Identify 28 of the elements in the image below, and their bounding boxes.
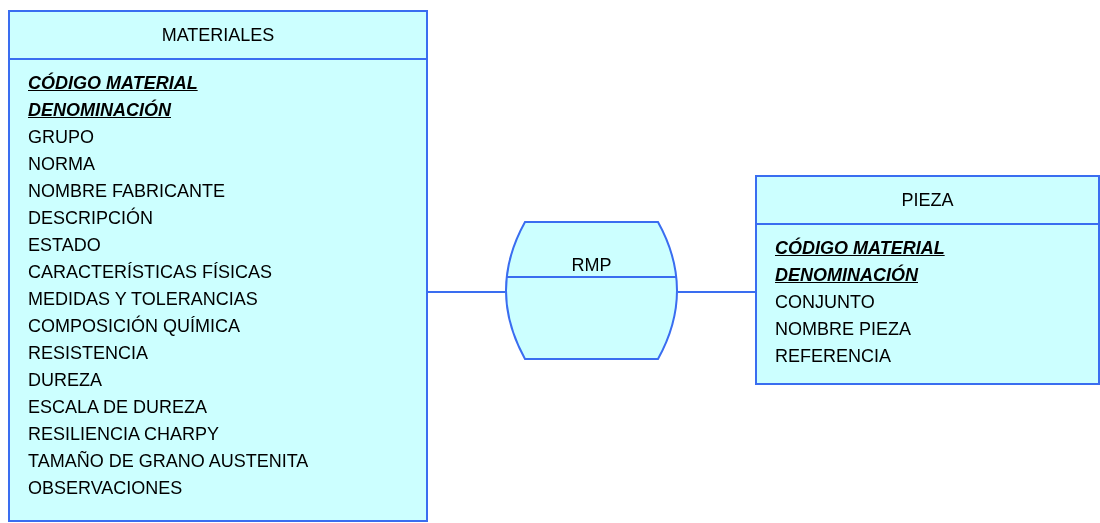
attribute-text: ESCALA DE DUREZA bbox=[28, 396, 208, 419]
attribute-text: DUREZA bbox=[28, 369, 102, 392]
attribute-text: TAMAÑO DE GRANO AUSTENITA bbox=[28, 450, 309, 473]
attribute-text: COMPOSICIÓN QUÍMICA bbox=[28, 314, 240, 338]
entity-box bbox=[8, 10, 428, 522]
key-attribute: CÓDIGO MATERIAL bbox=[775, 236, 945, 260]
attribute-text: REFERENCIA bbox=[775, 345, 891, 368]
attribute-text: MEDIDAS Y TOLERANCIAS bbox=[28, 288, 258, 311]
attribute-text: ESTADO bbox=[28, 234, 101, 257]
key-attribute: DENOMINACIÓN bbox=[775, 263, 918, 287]
attribute-text: NORMA bbox=[28, 153, 95, 176]
attribute-text: OBSERVACIONES bbox=[28, 477, 183, 500]
key-attribute: DENOMINACIÓN bbox=[28, 98, 171, 122]
key-attribute: CÓDIGO MATERIAL bbox=[28, 71, 198, 95]
attribute-text: NOMBRE FABRICANTE bbox=[28, 180, 226, 203]
connector-line bbox=[677, 291, 756, 293]
relationship-name: RMP bbox=[570, 255, 613, 275]
attribute-text: NOMBRE PIEZA bbox=[775, 318, 912, 341]
entity-box bbox=[755, 175, 1100, 385]
entity-title: MATERIALES bbox=[10, 12, 426, 60]
connector-line bbox=[427, 291, 506, 293]
attribute-text: DESCRIPCIÓN bbox=[28, 206, 153, 230]
attribute-text: RESILIENCIA CHARPY bbox=[28, 423, 220, 446]
attribute-text: GRUPO bbox=[28, 126, 94, 149]
attribute-text: RESISTENCIA bbox=[28, 342, 149, 365]
attribute-text: CARACTERÍSTICAS FÍSICAS bbox=[28, 261, 273, 284]
entity-title: PIEZA bbox=[757, 177, 1098, 225]
attribute-text: CONJUNTO bbox=[775, 291, 875, 314]
